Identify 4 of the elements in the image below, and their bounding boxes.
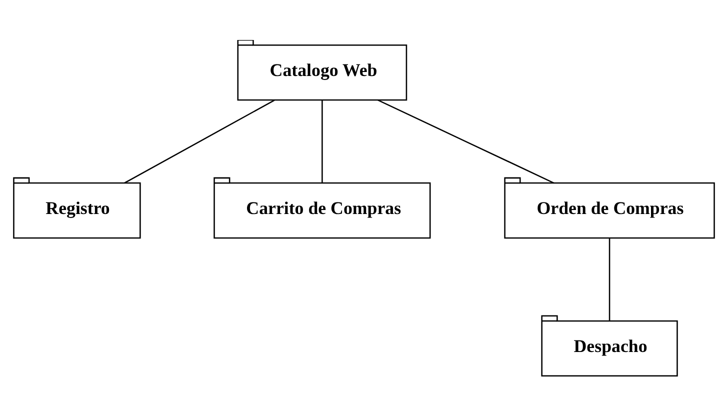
connector [322,100,323,182]
connector [124,99,275,183]
connector [608,238,610,320]
connector [378,99,554,184]
